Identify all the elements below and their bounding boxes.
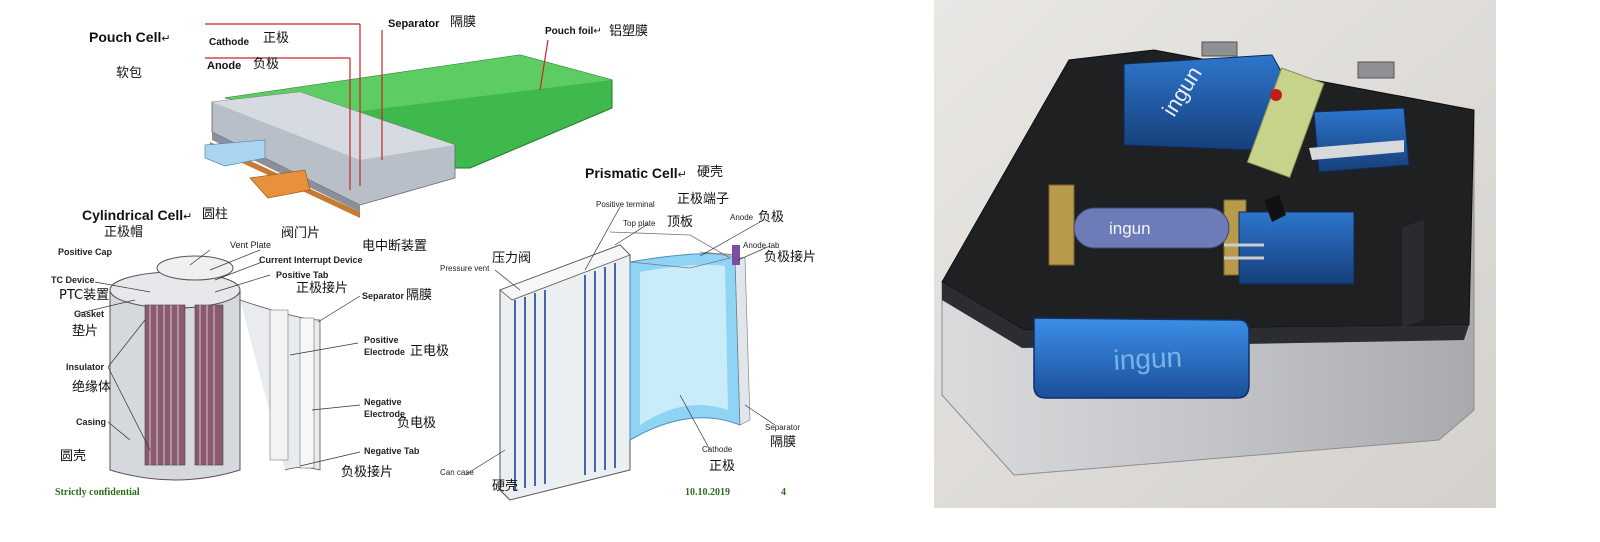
vent-plate-label: Vent Plate: [230, 240, 272, 250]
cid-label-cn: 电中断装置: [362, 239, 428, 254]
pressure-vent-label-cn: 压力阀: [492, 251, 532, 266]
test-fixture-photo: ingun ingun ingun: [934, 0, 1496, 508]
footer-page-number: 4: [781, 487, 786, 498]
prism-anode-label: Anode: [730, 213, 754, 222]
battery-cell-diagram: [79, 23, 776, 501]
ptc-device-label-cn: PTC装置: [59, 288, 110, 303]
battery-brand: ingun: [1109, 219, 1151, 238]
prismatic-cell-title: Prismatic Cell↵: [585, 165, 687, 181]
prism-cathode-label: Cathode: [702, 445, 733, 454]
positive-cap-label: Positive Cap: [58, 247, 113, 257]
gasket-label-cn: 垫片: [72, 324, 99, 339]
pos-electrode-label-2: Electrode: [364, 347, 406, 357]
cyl-separator-label: Separator: [362, 291, 405, 301]
neg-tab-label: Negative Tab: [364, 446, 420, 456]
top-plate-label: Top plate: [623, 219, 656, 228]
pouch-cell-title-cn: 软包: [116, 66, 143, 81]
pos-terminal-label: Positive terminal: [596, 200, 655, 209]
cid-label: Current Interrupt Device: [259, 255, 363, 265]
vent-plate-label-cn: 阀门片: [281, 226, 321, 241]
neg-electrode-label-cn: 负电极: [397, 416, 437, 431]
gasket-label: Gasket: [74, 309, 105, 319]
front-window-brand: ingun: [1113, 341, 1183, 376]
pouch-cathode-label: Cathode: [209, 37, 249, 48]
prism-cathode-label-cn: 正极: [709, 459, 736, 474]
top-plate-label-cn: 顶板: [667, 215, 694, 230]
can-case-label: Can case: [440, 468, 474, 477]
cylindrical-cell-title-cn: 圆柱: [202, 207, 229, 222]
neg-electrode-label-1: Negative: [364, 397, 402, 407]
anode-tab-label: Anode tab: [743, 241, 780, 250]
pouch-cell-title: Pouch Cell↵: [89, 29, 171, 45]
can-case-label-cn: 硬壳: [492, 479, 519, 494]
cyl-separator-label-cn: 隔膜: [406, 288, 433, 303]
pos-electrode-label-1: Positive: [364, 335, 399, 345]
ptc-device-label: TC Device: [51, 275, 95, 285]
footer-confidential: Strictly confidential: [55, 487, 140, 498]
pouch-cathode-label-cn: 正极: [263, 31, 290, 46]
leader-lines: [79, 206, 776, 476]
pouch-anode-label: Anode: [207, 60, 242, 72]
prism-anode-label-cn: 负极: [758, 210, 785, 225]
neg-electrode-label-2: Electrode: [364, 409, 406, 419]
casing-label-cn: 圆壳: [60, 449, 87, 464]
pos-electrode-label-cn: 正电极: [410, 344, 450, 359]
pouch-anode-label-cn: 负极: [253, 57, 280, 72]
pouch-foil-label-cn: 铝塑膜: [609, 24, 649, 39]
casing-label: Casing: [76, 417, 107, 427]
prismatic-cell-title-cn: 硬壳: [697, 165, 724, 180]
cylindrical-cell-drawing: [109, 255, 321, 481]
prism-separator-label-cn: 隔膜: [770, 435, 797, 450]
pos-terminal-label-cn: 正极端子: [677, 192, 730, 207]
insulator-label: Insulator: [66, 362, 105, 372]
anode-tab-label-cn: 负极接片: [764, 250, 817, 265]
footer-date: 10.10.2019: [685, 487, 730, 498]
positive-tab-label-cn: 正极接片: [296, 281, 349, 296]
cylindrical-cell-title: Cylindrical Cell↵: [82, 207, 193, 223]
positive-cap-label-cn: 正极帽: [104, 225, 144, 240]
pressure-vent-label: Pressure vent: [440, 264, 490, 273]
pouch-foil-label: Pouch foil↵: [545, 26, 602, 37]
neg-tab-label-cn: 负极接片: [341, 465, 394, 480]
insulator-label-cn: 绝缘体: [72, 380, 112, 395]
prismatic-cell-drawing: [499, 231, 751, 501]
pouch-separator-label-cn: 隔膜: [450, 15, 477, 30]
positive-tab-label: Positive Tab: [276, 270, 329, 280]
pouch-cell-drawing: [204, 23, 613, 218]
prism-separator-label: Separator: [765, 423, 801, 432]
pouch-separator-label: Separator: [388, 18, 440, 30]
